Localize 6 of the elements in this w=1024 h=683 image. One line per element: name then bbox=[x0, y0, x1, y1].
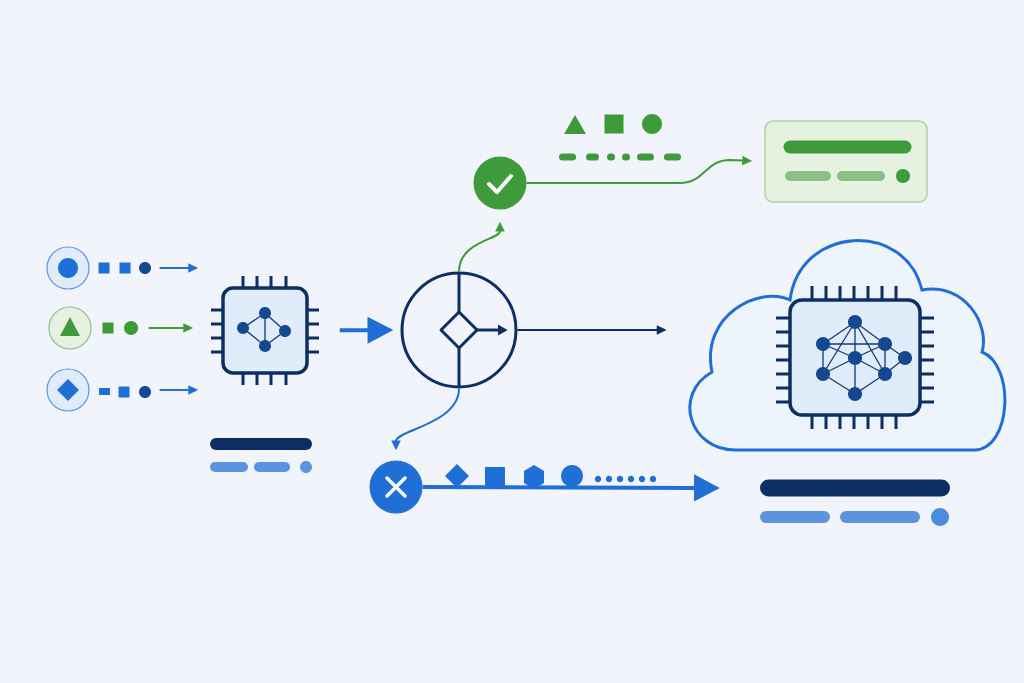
cross-circle bbox=[369, 460, 423, 514]
cloud-drawing bbox=[688, 239, 1007, 452]
chip-drawing bbox=[209, 274, 321, 387]
decision-circle bbox=[400, 271, 518, 389]
check-circle bbox=[473, 156, 527, 210]
result-card bbox=[764, 120, 928, 203]
